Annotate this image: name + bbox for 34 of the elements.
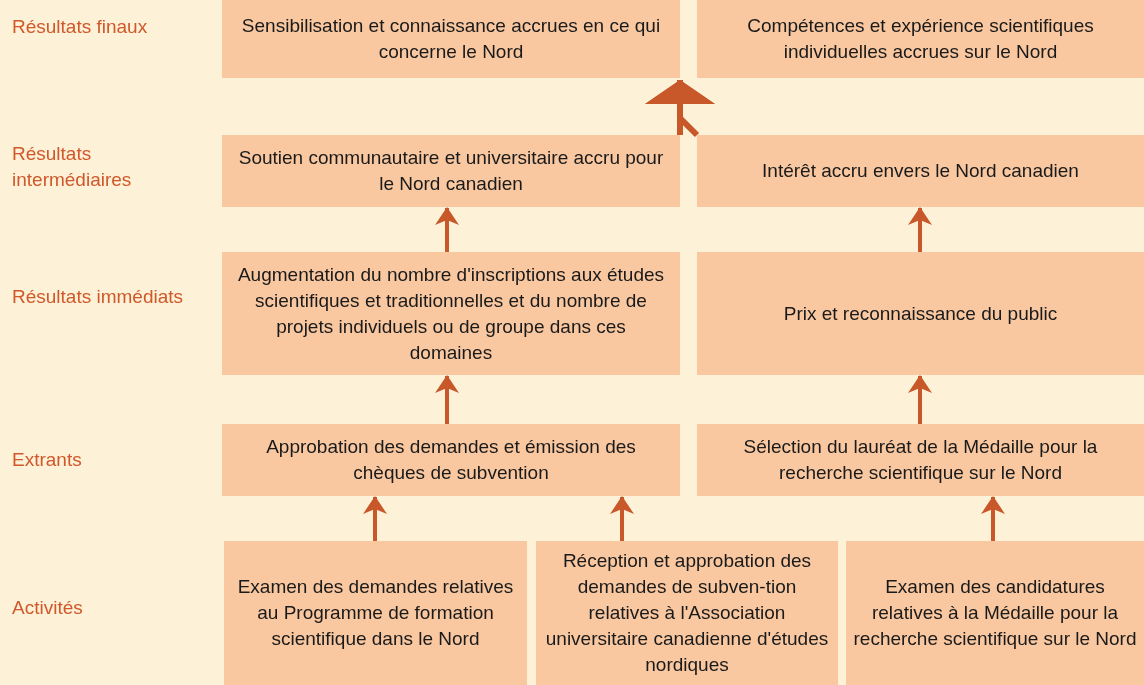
result-box: [697, 252, 1144, 375]
box-text: Sensibilisation et connaissance accrues en ce qui concerne le Nord: [240, 14, 662, 64]
result-box: [536, 541, 838, 685]
result-box: [846, 541, 1144, 685]
arrow: [363, 496, 387, 541]
arrow: [908, 207, 932, 252]
result-box: [224, 541, 527, 685]
box-text: Approbation des demandes et émission des chèques de subvention: [265, 435, 637, 485]
result-box: [697, 0, 1144, 78]
result-box: [222, 252, 680, 375]
box-text: Examen des demandes relatives au Programme de formation scientifique dans le Nord: [236, 575, 515, 651]
box-text: Augmentation du nombre d'inscriptions aux études scientifiques et traditionnelles et du nombre de projets individuels ou de groupe dans ces domaines: [236, 262, 666, 365]
row-label: Résultats finaux: [12, 15, 149, 39]
box-text: Intérêt accru envers le Nord canadien: [762, 159, 1079, 183]
arrow: [908, 375, 932, 424]
box-text: Compétences et expérience scientifiques individuelles accrues sur le Nord: [746, 14, 1095, 64]
result-box: [697, 135, 1144, 207]
box-text: Réception et approbation des demandes de subven-tion relatives à l'Association universitaire canadienne d'études nordiques: [544, 549, 830, 677]
row-label: Extrants: [12, 448, 83, 472]
result-box: [222, 0, 680, 78]
result-box: [222, 135, 680, 207]
row-label: Résultats immédiats: [12, 285, 185, 309]
result-box: [697, 424, 1144, 496]
result-box: [222, 424, 680, 496]
arrow: [435, 375, 459, 424]
box-text: Prix et reconnaissance du public: [783, 301, 1058, 326]
arrow: [610, 496, 634, 541]
box-text: Soutien communautaire et universitaire accru pour le Nord canadien: [237, 146, 665, 196]
row-label: Activités: [12, 596, 84, 620]
row-label: Résultats intermédiaires: [12, 142, 133, 192]
arrow: [981, 496, 1005, 541]
arrow: [435, 207, 459, 252]
box-text: Sélection du lauréat de la Médaille pour la recherche scientifique sur le Nord: [742, 435, 1099, 485]
box-text: Examen des candidatures relatives à la Médaille pour la recherche scientifique sur le Nord: [852, 575, 1138, 651]
